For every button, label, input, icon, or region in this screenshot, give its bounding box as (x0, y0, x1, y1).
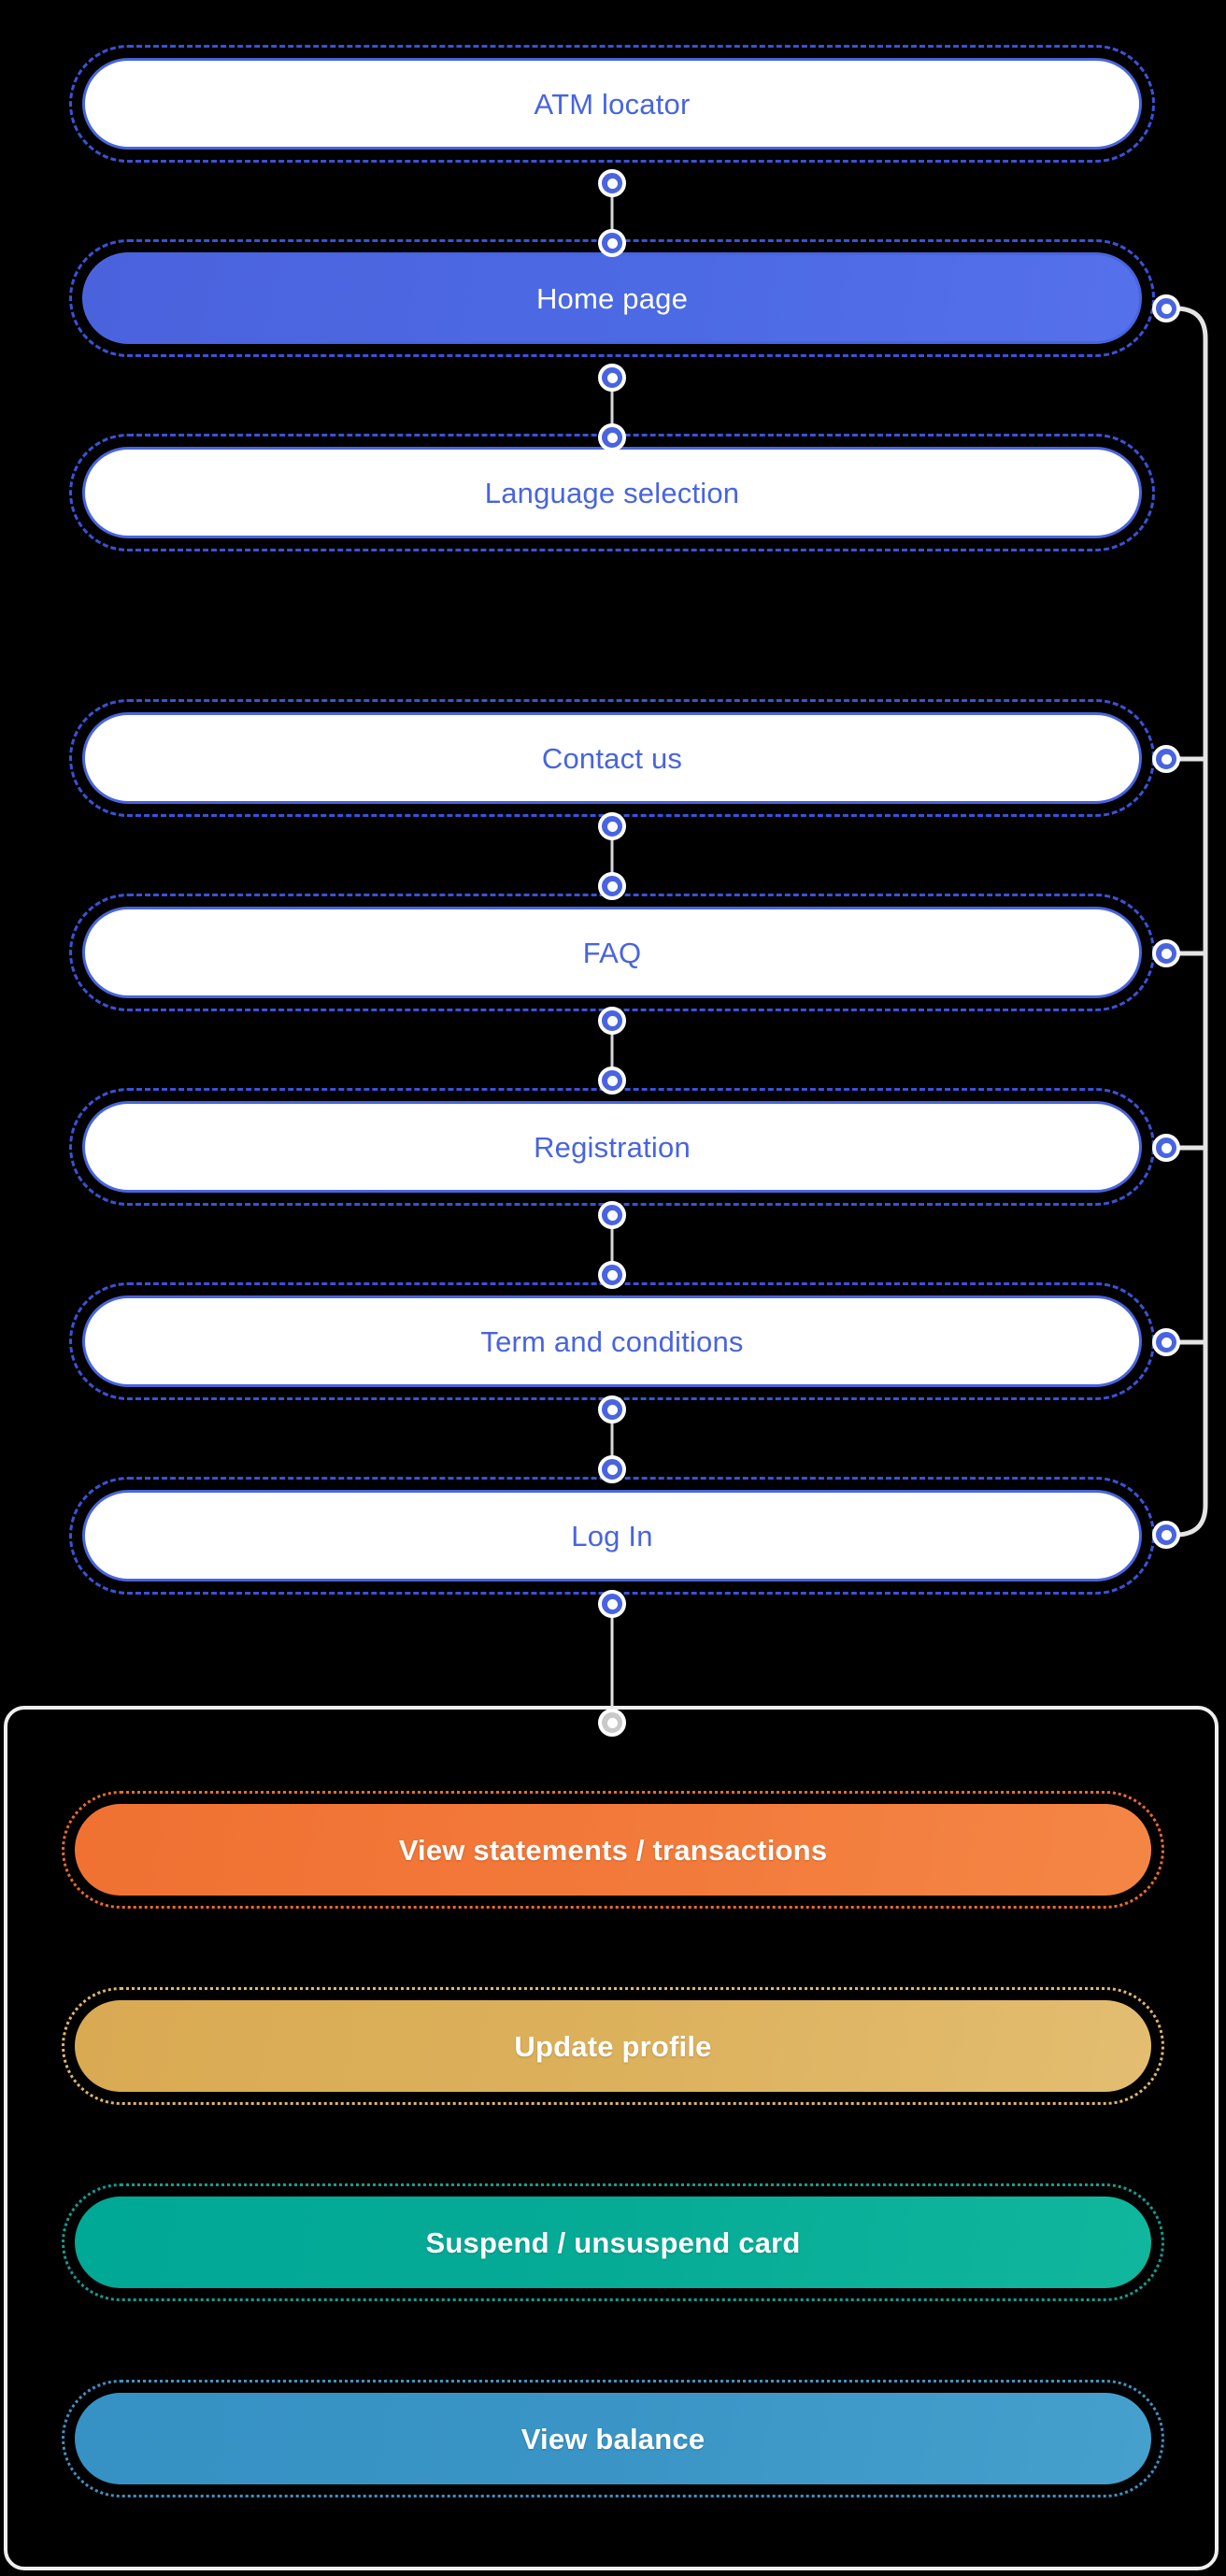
connector-dot-contact-right[interactable] (1152, 745, 1180, 773)
connector-dot-language-top[interactable] (598, 423, 626, 451)
connector-dot-contact-bottom[interactable] (598, 812, 626, 840)
node-body (75, 2393, 1151, 2484)
connector-dot-login-bottom[interactable] (598, 1590, 626, 1618)
connector-dot-faq-bottom[interactable] (598, 1007, 626, 1035)
node-body (82, 1295, 1142, 1387)
node-label: Log In (571, 1519, 653, 1553)
connector-dot-home-top[interactable] (598, 229, 626, 257)
connector-dot-login-top[interactable] (598, 1455, 626, 1483)
connector-dot-faq-right[interactable] (1152, 939, 1180, 967)
connector-dot-registration-bottom[interactable] (598, 1201, 626, 1229)
node-atm-locator[interactable]: ATM locator (69, 45, 1155, 163)
node-label: Suspend / unsuspend card (425, 2225, 801, 2259)
link-atm-to-home (610, 185, 614, 241)
node-faq[interactable]: FAQ (69, 894, 1155, 1011)
node-body (75, 2197, 1151, 2288)
link-terms-to-login (610, 1411, 614, 1467)
node-label: Term and conditions (480, 1324, 744, 1358)
node-body (75, 1804, 1151, 1896)
node-suspend-unsuspend-card[interactable]: Suspend / unsuspend card (62, 2183, 1164, 2301)
link-home-to-language (610, 379, 614, 436)
connector-dot-group-junction[interactable] (598, 1709, 626, 1737)
node-registration[interactable]: Registration (69, 1088, 1155, 1206)
node-home-page[interactable]: Home page (69, 239, 1155, 357)
node-body (75, 2000, 1151, 2092)
link-contact-to-faq (610, 828, 614, 884)
link-registration-to-terms (610, 1217, 614, 1273)
node-label: ATM locator (534, 87, 691, 121)
node-label: Language selection (484, 476, 740, 509)
node-label: Update profile (514, 2029, 712, 2063)
connector-dot-atm-bottom[interactable] (598, 169, 626, 197)
node-language-selection[interactable]: Language selection (69, 434, 1155, 551)
node-body (82, 58, 1142, 150)
connector-dot-home-bottom[interactable] (598, 364, 626, 392)
node-label: Contact us (541, 741, 683, 775)
connector-dot-registration-right[interactable] (1152, 1134, 1180, 1162)
node-label: Home page (535, 281, 689, 315)
node-log-in[interactable]: Log In (69, 1477, 1155, 1595)
node-view-balance[interactable]: View balance (62, 2380, 1164, 2497)
connector-dot-faq-top[interactable] (598, 872, 626, 900)
node-term-and-conditions[interactable]: Term and conditions (69, 1282, 1155, 1400)
link-login-to-group (610, 1604, 614, 1725)
node-label: View statements / transactions (398, 1833, 828, 1867)
connector-dot-login-right[interactable] (1152, 1521, 1180, 1549)
node-body (82, 252, 1142, 344)
connector-dot-registration-top[interactable] (598, 1066, 626, 1095)
link-faq-to-registration (610, 1023, 614, 1079)
node-body (82, 1490, 1142, 1581)
connector-dot-home-right[interactable] (1152, 294, 1180, 322)
node-body (82, 712, 1142, 804)
connector-dot-terms-top[interactable] (598, 1261, 626, 1289)
node-label: Registration (534, 1130, 691, 1164)
node-contact-us[interactable]: Contact us (69, 699, 1155, 817)
node-body (82, 1101, 1142, 1193)
node-label: View balance (520, 2422, 706, 2455)
node-body (82, 907, 1142, 998)
connector-dot-terms-bottom[interactable] (598, 1395, 626, 1424)
node-label: FAQ (582, 936, 642, 969)
connector-dot-terms-right[interactable] (1152, 1328, 1180, 1356)
